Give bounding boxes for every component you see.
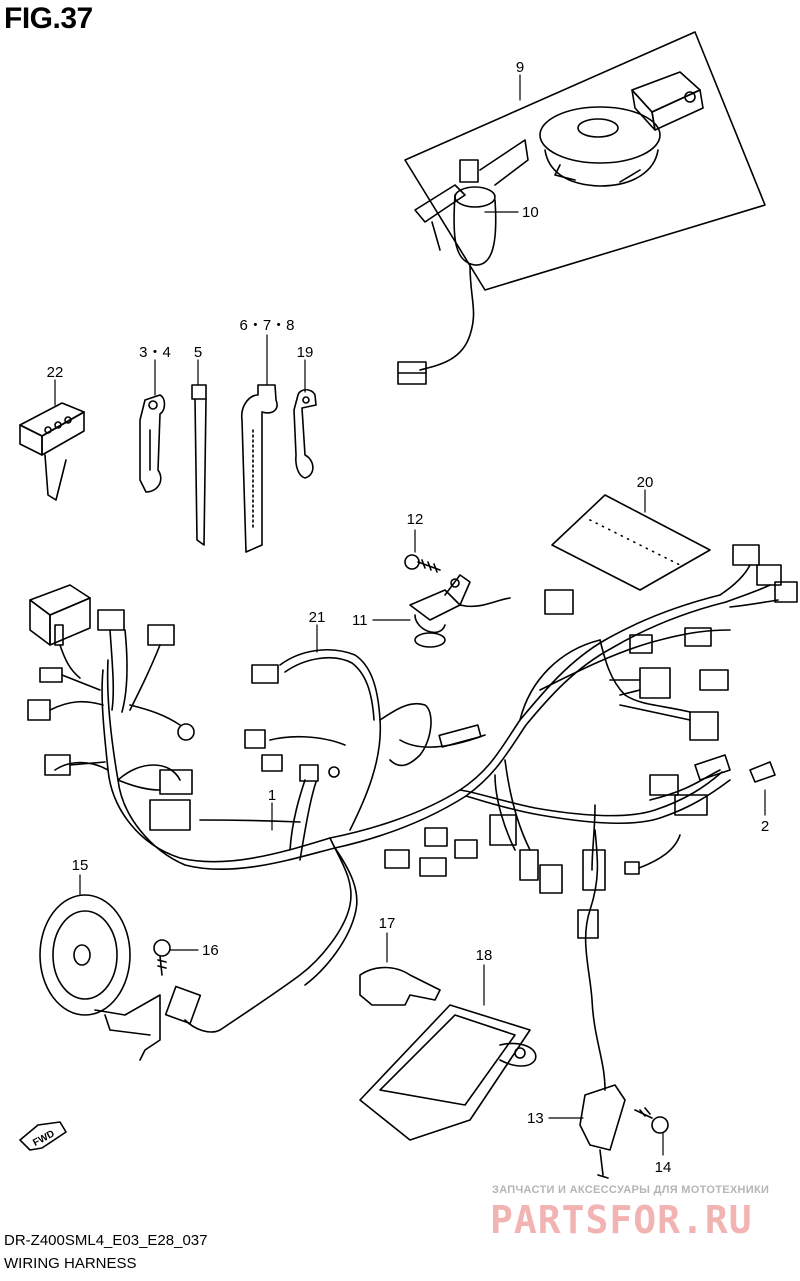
insulator-sheet-20-part xyxy=(551,494,711,591)
callout-2: 2 xyxy=(761,818,769,835)
forward-direction-icon xyxy=(19,1121,67,1151)
ignition-switch-part xyxy=(414,139,529,371)
callout-15: 15 xyxy=(72,857,89,874)
center-connector-cluster xyxy=(299,764,606,894)
sub-harness-21 xyxy=(244,649,486,831)
seat-lock-part xyxy=(631,71,704,131)
clamp-19-part xyxy=(293,388,317,479)
left-connector-cluster xyxy=(27,584,195,831)
horn-part xyxy=(39,894,202,1061)
bracket-18-part xyxy=(359,1004,537,1141)
callout-13: 13 xyxy=(527,1110,544,1127)
diagram-section-name: WIRING HARNESS xyxy=(4,1255,137,1272)
figure-title: FIG.37 xyxy=(4,2,93,35)
bolt-12-part xyxy=(404,554,441,573)
callout-11: 11 xyxy=(352,612,368,629)
callout-14: 14 xyxy=(655,1159,672,1176)
sensor-13-part xyxy=(577,909,626,1179)
callout-6-7-8: 6・7・8 xyxy=(239,317,294,334)
bolt-14-part xyxy=(634,1107,669,1134)
watermark-brand: PARTSFOR.RU xyxy=(490,1198,753,1242)
callout-18: 18 xyxy=(476,947,493,964)
diagram-model-code: DR-Z400SML4_E03_E28_037 xyxy=(4,1232,208,1249)
main-wiring-harness xyxy=(54,594,731,1091)
cover-17-part xyxy=(359,966,441,1006)
callout-1: 1 xyxy=(268,787,276,804)
right-connector-cluster xyxy=(544,544,798,875)
clamp-3-4-part xyxy=(139,394,166,493)
callout-10: 10 xyxy=(522,204,539,221)
fuel-cap-part xyxy=(539,106,661,187)
clamp-band-6-7-8-part xyxy=(240,384,278,553)
callout-16: 16 xyxy=(202,942,219,959)
callout-leader-lines xyxy=(54,74,766,1156)
cable-tie-5-part xyxy=(191,384,207,546)
callout-20: 20 xyxy=(637,474,654,491)
callout-5: 5 xyxy=(194,344,202,361)
callout-12: 12 xyxy=(407,511,424,528)
watermark-tagline: ЗАПЧАСТИ И АКСЕССУАРЫ ДЛЯ МОТОТЕХНИКИ xyxy=(492,1184,770,1196)
sensor-11-part xyxy=(409,574,511,648)
bolt-16-part xyxy=(153,939,171,976)
callout-3-4: 3・4 xyxy=(139,344,171,361)
callout-19: 19 xyxy=(297,344,314,361)
callout-21: 21 xyxy=(309,609,326,626)
key-part xyxy=(19,402,85,501)
callout-17: 17 xyxy=(379,915,396,932)
ignition-connector xyxy=(397,361,427,385)
callout-9: 9 xyxy=(516,59,524,76)
callout-22: 22 xyxy=(47,364,64,381)
